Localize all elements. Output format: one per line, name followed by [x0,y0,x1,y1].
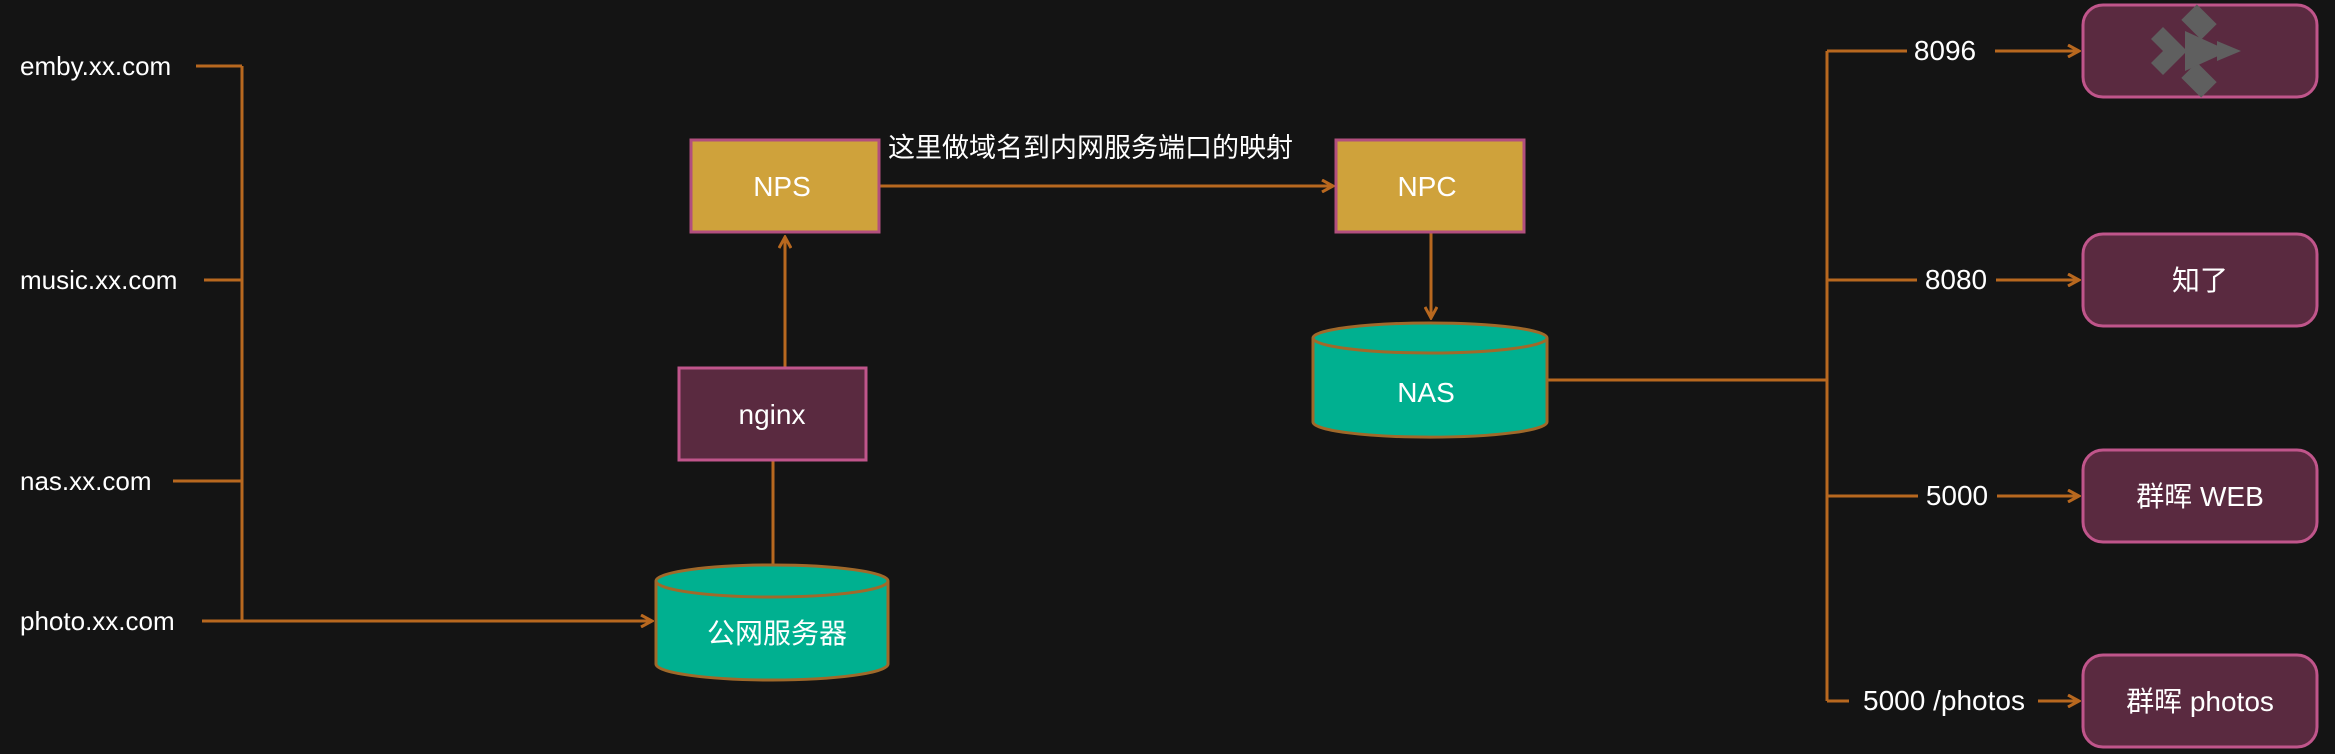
service-box-zhile [2081,232,2319,328]
nas-top [1311,321,1549,355]
service-label-synology-web: 群晖 WEB [2136,481,2264,512]
npc-label: NPC [1397,171,1456,202]
port-label-5000: 5000 [1926,480,1988,511]
nginx-label: nginx [739,399,806,430]
public-server-label: 公网服务器 [707,618,847,649]
service-zhile: 知了 [2081,232,2319,328]
nginx-box [677,366,868,462]
emby-logo-icon [2151,4,2241,98]
domain-label-nas: nas.xx.com [20,466,152,496]
nps-label: NPS [753,171,811,202]
public-server-top [654,563,890,599]
port-labels: 8096 8080 5000 5000 /photos [1863,35,2025,716]
nps-box [689,138,881,234]
domain-label-emby: emby.xx.com [20,51,171,81]
port-label-5000-photos: 5000 /photos [1863,685,2025,716]
nps-node: NPS [689,138,881,234]
service-synology-web: 群晖 WEB [2081,448,2319,544]
domain-label-photo: photo.xx.com [20,606,175,636]
npc-node: NPC [1334,138,1526,234]
edges [173,51,2079,701]
service-label-zhile: 知了 [2172,265,2228,296]
mapping-label: 这里做域名到内网服务端口的映射 [888,133,1293,163]
service-box-synology-web [2081,448,2319,544]
nas-body [1311,338,1549,439]
nas-label: NAS [1397,377,1455,408]
domain-label-music: music.xx.com [20,265,177,295]
service-label-synology-photos: 群晖 photos [2126,686,2274,717]
service-box-synology-photos [2081,653,2319,749]
domain-labels: emby.xx.com music.xx.com nas.xx.com phot… [20,51,177,636]
public-server-body [654,581,890,682]
npc-box [1334,138,1526,234]
public-server-node: 公网服务器 [654,563,890,682]
port-label-8096: 8096 [1914,35,1976,66]
port-label-8080: 8080 [1925,264,1987,295]
service-synology-photos: 群晖 photos [2081,653,2319,749]
nas-node: NAS [1311,321,1549,439]
nginx-node: nginx [677,366,868,462]
service-emby [2081,3,2319,99]
